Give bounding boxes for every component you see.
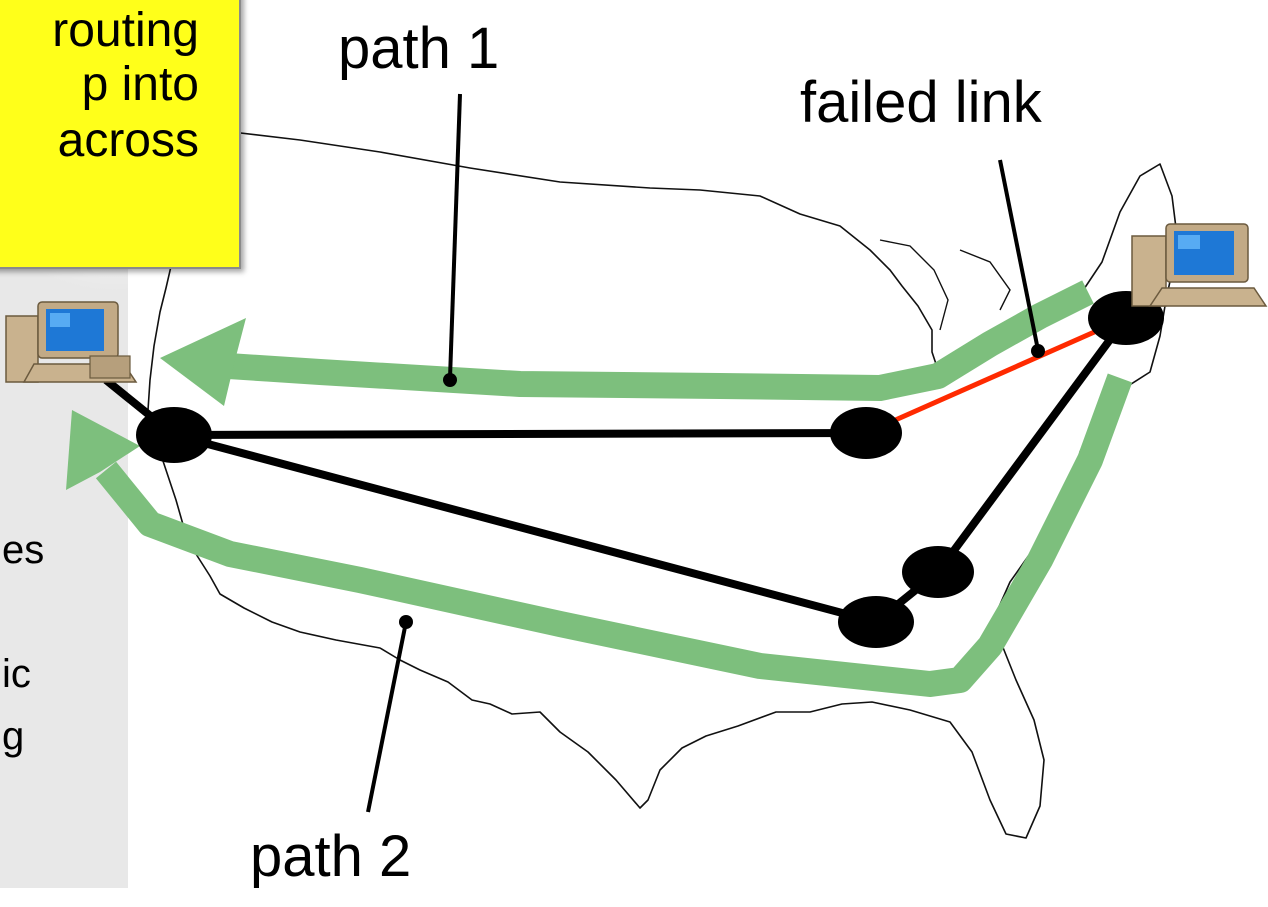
router-southeast — [902, 546, 974, 598]
us-map-outline — [147, 131, 1179, 839]
failed-link-line — [864, 315, 1128, 436]
path-1-highlight — [197, 280, 1094, 401]
path-1-arrowhead — [160, 318, 246, 406]
left-text-line-3: g — [2, 714, 25, 758]
failed-link-pointer-dot — [1031, 344, 1045, 358]
path-2-highlight — [95, 373, 1133, 697]
router-central — [830, 407, 902, 459]
router-west — [136, 407, 212, 463]
callout-line-2: p into — [81, 58, 199, 111]
path-2-label: path 2 — [250, 824, 412, 889]
yellow-callout-box: routing p into across — [0, 0, 241, 269]
failed-link-pointer — [998, 159, 1040, 351]
link-west-central — [173, 429, 867, 439]
failed-link-label: failed link — [800, 70, 1042, 135]
left-text-line-1: es — [2, 528, 45, 572]
path-2-arrowhead — [66, 410, 140, 490]
path-2-pointer — [366, 621, 408, 813]
desktop-computer-icon — [1131, 223, 1268, 307]
great-lakes-outline — [879, 239, 1011, 331]
router-south — [838, 596, 914, 648]
path-2-pointer-dot — [399, 615, 413, 629]
callout-line-3: across — [57, 114, 199, 167]
callout-line-1: routing — [52, 4, 199, 57]
link-west-south — [172, 431, 878, 626]
left-text-line-2: ic — [2, 652, 31, 696]
path-1-pointer-dot — [443, 373, 457, 387]
link-southeast-east — [934, 315, 1130, 575]
path-1-label: path 1 — [338, 16, 500, 81]
path-1-pointer — [448, 93, 462, 379]
desktop-computer-icon — [5, 301, 138, 383]
